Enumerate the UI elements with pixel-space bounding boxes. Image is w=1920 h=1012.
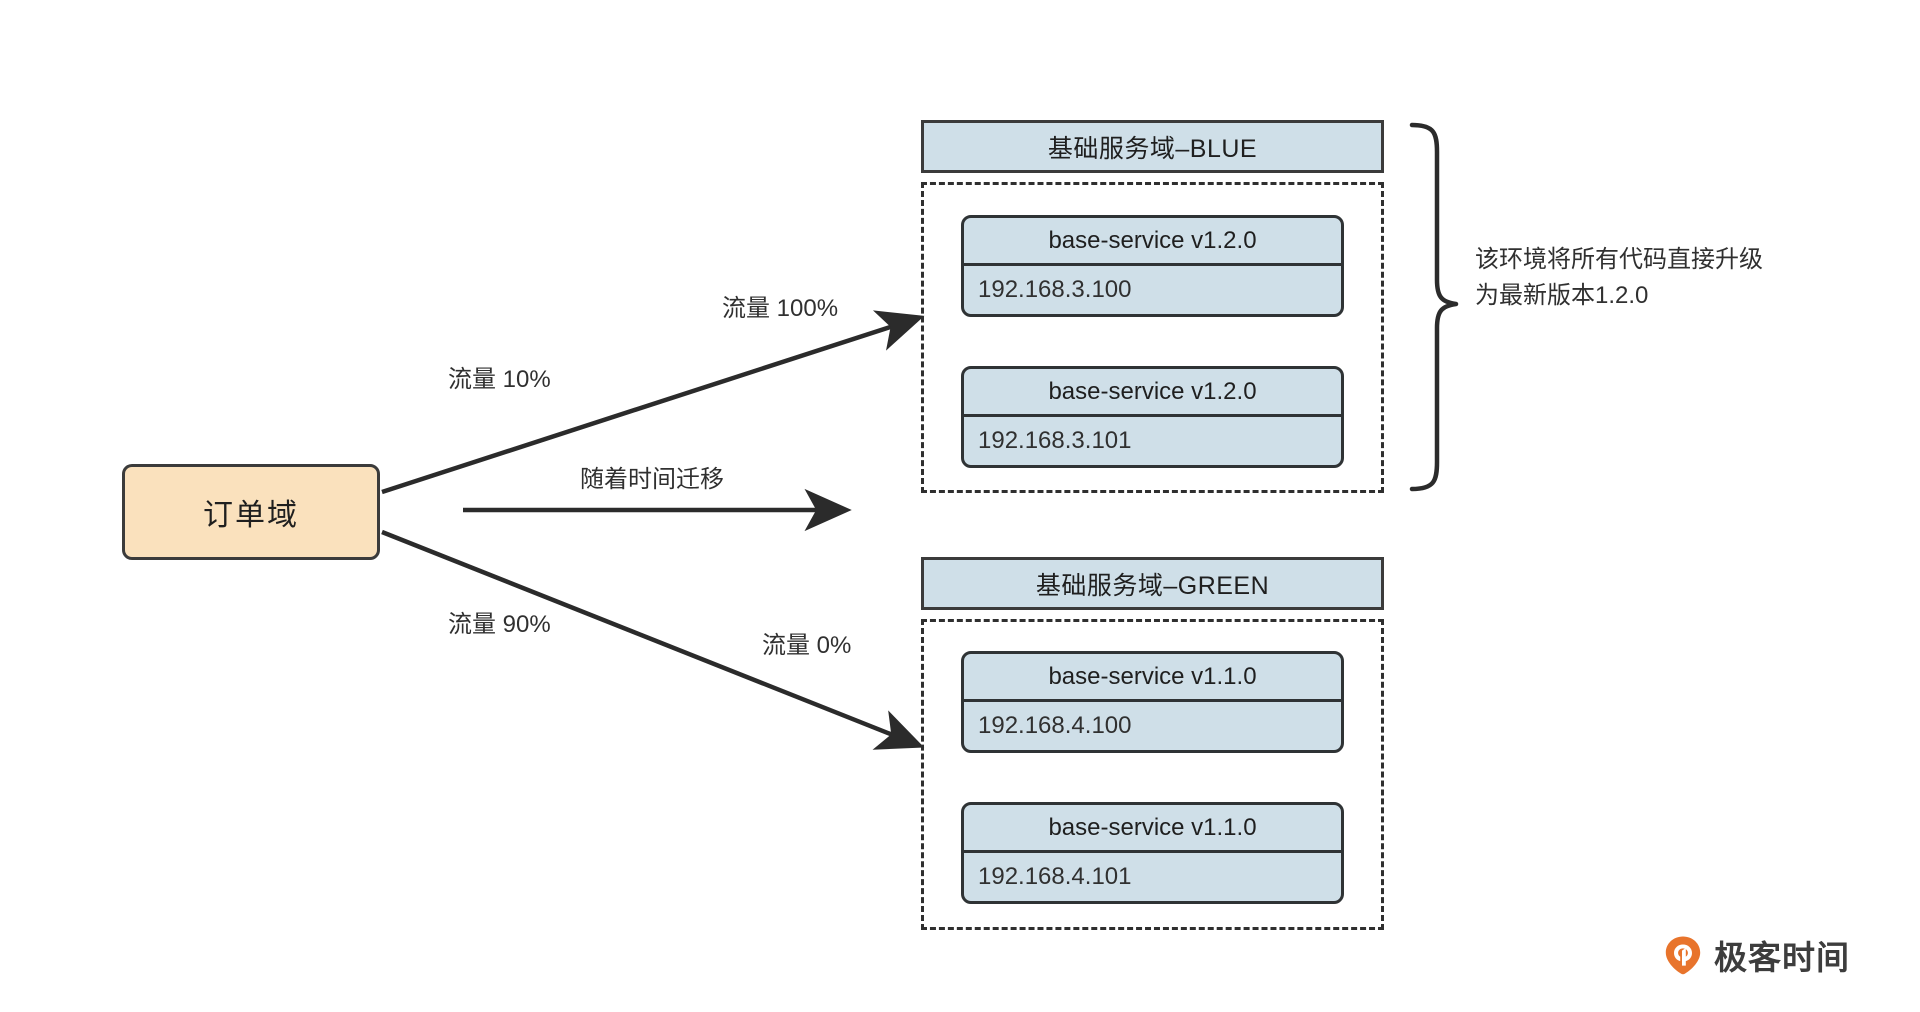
edge-label-traffic-90: 流量 90% xyxy=(448,611,551,638)
service-box[interactable]: base-service v1.2.0 192.168.3.101 xyxy=(961,366,1344,468)
group-header-blue[interactable]: 基础服务域–BLUE xyxy=(921,120,1384,173)
service-box[interactable]: base-service v1.1.0 192.168.4.100 xyxy=(961,651,1344,753)
edge-label-traffic-0: 流量 0% xyxy=(762,632,852,659)
service-box[interactable]: base-service v1.2.0 192.168.3.100 xyxy=(961,215,1344,317)
group-body-blue xyxy=(921,182,1384,493)
edge-label-time-shift: 随着时间迁移 xyxy=(580,466,724,493)
service-title: base-service v1.2.0 xyxy=(964,369,1341,417)
service-box[interactable]: base-service v1.1.0 192.168.4.101 xyxy=(961,802,1344,904)
geekbang-logo-text: 极客时间 xyxy=(1714,939,1850,976)
service-title: base-service v1.1.0 xyxy=(964,805,1341,853)
blue-group-brace xyxy=(1409,122,1459,492)
service-title: base-service v1.1.0 xyxy=(964,654,1341,702)
service-title: base-service v1.2.0 xyxy=(964,218,1341,266)
annotation-line-2: 为最新版本1.2.0 xyxy=(1475,282,1649,309)
geek-time-mark-icon xyxy=(1665,936,1701,975)
service-ip: 192.168.4.101 xyxy=(978,863,1132,890)
annotation-line-1: 该环境将所有代码直接升级 xyxy=(1475,246,1763,273)
service-ip: 192.168.3.101 xyxy=(978,427,1132,454)
source-node-order-domain[interactable]: 订单域 xyxy=(122,464,380,560)
geekbang-logo: 极客时间 xyxy=(1662,931,1850,979)
group-header-green-label: 基础服务域–GREEN xyxy=(1035,571,1270,600)
service-ip: 192.168.4.100 xyxy=(978,712,1132,739)
source-node-label: 订单域 xyxy=(203,499,299,532)
edge-label-traffic-100: 流量 100% xyxy=(722,295,839,322)
edge-label-traffic-10: 流量 10% xyxy=(448,366,551,393)
service-ip: 192.168.3.100 xyxy=(978,276,1132,303)
group-header-green[interactable]: 基础服务域–GREEN xyxy=(921,557,1384,610)
annotation-blue-upgrade: 该环境将所有代码直接升级 为最新版本1.2.0 xyxy=(1475,242,1815,314)
group-body-green xyxy=(921,619,1384,930)
group-header-blue-label: 基础服务域–BLUE xyxy=(1047,134,1258,163)
